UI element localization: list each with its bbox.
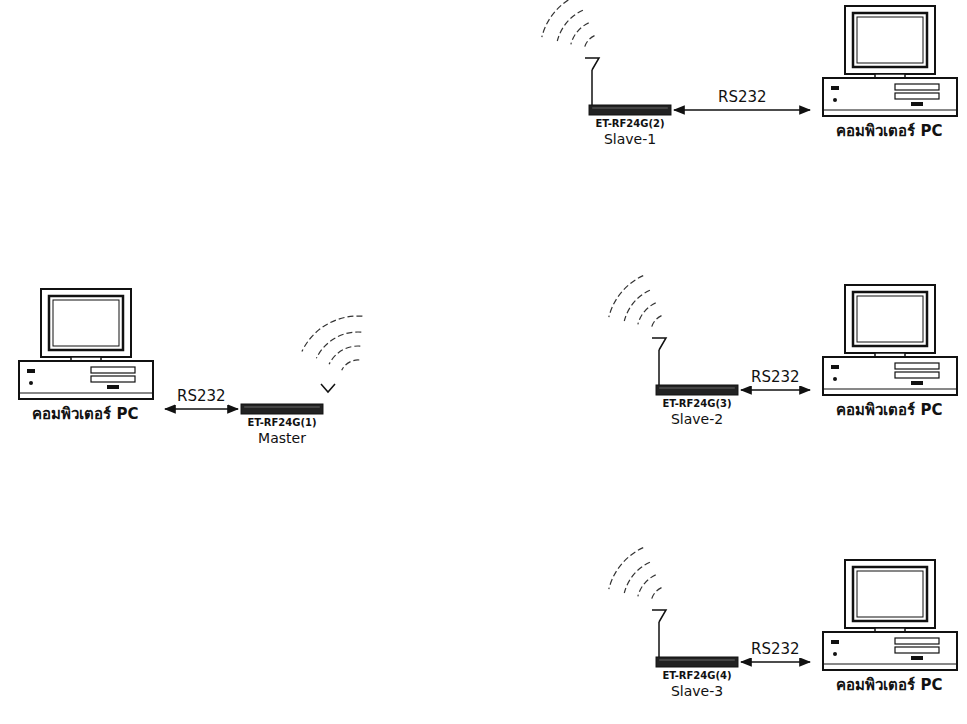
rs232-connector xyxy=(165,408,238,410)
rs232-connector xyxy=(741,389,810,391)
antenna-mast xyxy=(591,70,593,110)
module-role: Slave-1 xyxy=(588,130,672,148)
computer-node: คอมพิวเตอร์ PC xyxy=(812,4,967,140)
computer-node: คอมพิวเตอร์ PC xyxy=(812,283,967,419)
radio-wave xyxy=(624,562,650,593)
module-name: ET-RF24G(3) xyxy=(655,397,739,410)
radio-wave xyxy=(638,303,656,324)
rf-module-node: ET-RF24G(4)Slave-3 xyxy=(655,655,739,700)
rf-module-illustration xyxy=(240,402,324,416)
radio-wave xyxy=(557,10,583,41)
connector-label: RS232 xyxy=(749,641,802,658)
module-role: Slave-2 xyxy=(655,410,739,428)
radio-wave xyxy=(329,346,360,364)
computer-label: คอมพิวเตอร์ PC xyxy=(812,401,967,419)
computer-illustration xyxy=(815,4,965,122)
radio-wave xyxy=(624,290,650,321)
radio-wave xyxy=(542,0,576,37)
module-name: ET-RF24G(2) xyxy=(588,117,672,130)
connector-label: RS232 xyxy=(749,369,802,386)
computer-node: คอมพิวเตอร์ PC xyxy=(8,287,163,423)
module-role: Slave-3 xyxy=(655,682,739,700)
radio-wave xyxy=(342,360,360,370)
module-name: ET-RF24G(1) xyxy=(240,416,324,429)
radio-wave xyxy=(609,548,643,590)
connector-label: RS232 xyxy=(716,89,769,106)
computer-label: คอมพิวเตอร์ PC xyxy=(812,122,967,140)
radio-wave xyxy=(571,23,589,44)
rf-module-node: ET-RF24G(1)Master xyxy=(240,402,324,447)
computer-illustration xyxy=(815,283,965,401)
rs232-connector xyxy=(674,109,810,111)
rs232-connector xyxy=(741,661,810,663)
antenna-symbol xyxy=(585,58,599,70)
radio-wave xyxy=(652,588,662,600)
radio-wave xyxy=(609,276,643,318)
rf-module-illustration xyxy=(655,383,739,397)
rf-module-illustration xyxy=(588,103,672,117)
module-role: Master xyxy=(240,429,324,447)
computer-label: คอมพิวเตอร์ PC xyxy=(8,405,163,423)
radio-wave xyxy=(585,36,595,48)
rf-module-node: ET-RF24G(2)Slave-1 xyxy=(588,103,672,148)
computer-illustration xyxy=(815,558,965,676)
radio-wave xyxy=(638,575,656,596)
antenna-symbol xyxy=(652,338,666,350)
computer-label: คอมพิวเตอร์ PC xyxy=(812,676,967,694)
module-name: ET-RF24G(4) xyxy=(655,669,739,682)
radio-wave xyxy=(652,316,662,328)
antenna-mast xyxy=(658,622,660,662)
rf-module-node: ET-RF24G(3)Slave-2 xyxy=(655,383,739,428)
radio-wave xyxy=(302,316,363,351)
connector-label: RS232 xyxy=(175,388,228,405)
computer-illustration xyxy=(11,287,161,405)
computer-node: คอมพิวเตอร์ PC xyxy=(812,558,967,694)
antenna-mast xyxy=(658,350,660,390)
radio-wave xyxy=(316,332,361,358)
antenna-symbol xyxy=(652,610,666,622)
antenna-symbol xyxy=(321,384,335,392)
rf-module-illustration xyxy=(655,655,739,669)
